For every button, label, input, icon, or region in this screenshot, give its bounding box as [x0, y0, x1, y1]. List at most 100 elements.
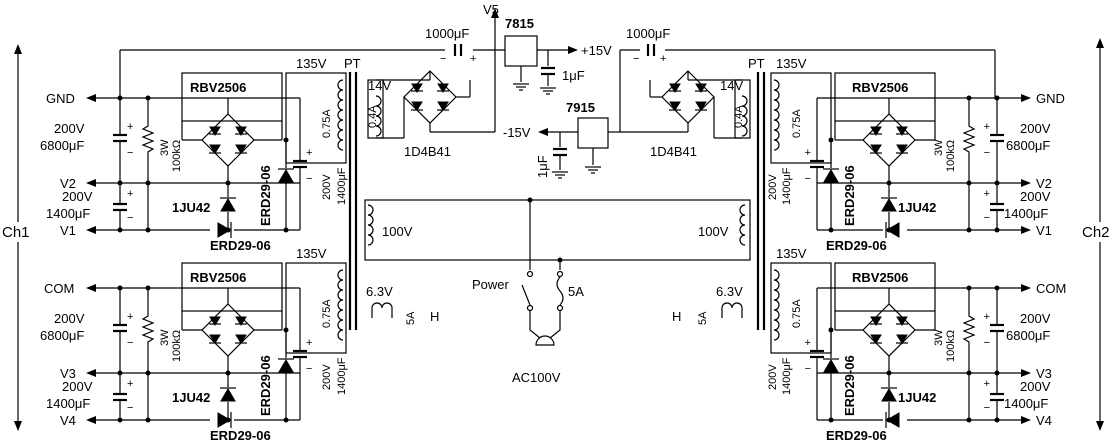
- primary: 100V 100V Power 5A AC100V: [364, 197, 751, 385]
- pt-left: PT: [344, 56, 361, 71]
- svg-text:ERD29-06: ERD29-06: [210, 428, 271, 443]
- svg-text:+: +: [470, 53, 476, 65]
- term-gnd: GND: [46, 91, 75, 106]
- svg-text:+: +: [660, 53, 666, 65]
- svg-text:200V: 200V: [321, 174, 333, 200]
- svg-text:200V: 200V: [321, 364, 333, 390]
- svg-text:RBV2506: RBV2506: [190, 270, 246, 285]
- svg-text:−: −: [127, 212, 133, 224]
- svg-text:1JU42: 1JU42: [172, 390, 210, 405]
- svg-text:ERD29-06: ERD29-06: [258, 355, 273, 416]
- svg-text:H: H: [430, 309, 439, 324]
- svg-text:3W: 3W: [933, 139, 945, 156]
- aux-right: 14V 0.4A 1D4B41: [619, 50, 751, 159]
- svg-text:200V: 200V: [54, 121, 85, 136]
- neg-reg: 7915 -15V 1μF: [503, 100, 620, 179]
- section-ul-labels: GND V2 V1 200V 6800μF 200V 1400μF 3W 100…: [40, 56, 348, 253]
- v5-label: V5: [483, 2, 499, 17]
- svg-text:135V: 135V: [776, 246, 807, 261]
- out-neg: -15V: [503, 125, 531, 140]
- svg-text:14V: 14V: [720, 78, 743, 93]
- svg-text:1400μF: 1400μF: [781, 167, 793, 205]
- section-ll-labels: COM V3 V4 200V 6800μF 200V 1400μF 3W 100…: [40, 246, 348, 443]
- svg-text:6800μF: 6800μF: [1006, 138, 1050, 153]
- svg-text:3W: 3W: [933, 329, 945, 346]
- bridge-1d4b41-right: 1D4B41: [650, 144, 697, 159]
- bridge-1d4b41-left: 1D4B41: [404, 144, 451, 159]
- svg-text:RBV2506: RBV2506: [852, 80, 908, 95]
- ch2-label: Ch2: [1082, 224, 1110, 241]
- pt-right: PT: [748, 56, 765, 71]
- svg-text:1JU42: 1JU42: [172, 200, 210, 215]
- svg-text:1JU42: 1JU42: [898, 200, 936, 215]
- svg-text:200V: 200V: [767, 174, 779, 200]
- cap-1000-left: 1000μF: [425, 26, 469, 41]
- ch1-span: Ch1: [2, 44, 36, 431]
- primary-right: 100V: [698, 224, 729, 239]
- svg-text:V3: V3: [1036, 366, 1052, 381]
- svg-text:1400μF: 1400μF: [46, 206, 90, 221]
- term-v4: V4: [60, 413, 76, 428]
- svg-text:GND: GND: [1036, 91, 1065, 106]
- svg-text:200V: 200V: [54, 311, 85, 326]
- reg-7915: [577, 117, 609, 149]
- svg-text:5A: 5A: [697, 311, 709, 325]
- term-v1: V1: [60, 223, 76, 238]
- svg-text:200V: 200V: [1020, 311, 1051, 326]
- svg-text:+: +: [306, 147, 312, 159]
- svg-text:V2: V2: [1036, 176, 1052, 191]
- svg-text:100kΩ: 100kΩ: [945, 330, 957, 362]
- svg-text:135V: 135V: [296, 56, 327, 71]
- section-ur-labels: GND V2 V1 200V 6800μF 200V 1400μF 3W 100…: [767, 56, 1065, 253]
- svg-text:1400μF: 1400μF: [46, 396, 90, 411]
- reg-7815: [504, 35, 538, 67]
- mains-label: AC100V: [512, 370, 561, 385]
- svg-text:H: H: [672, 309, 681, 324]
- svg-text:200V: 200V: [1020, 379, 1051, 394]
- svg-text:ERD29-06: ERD29-06: [826, 238, 887, 253]
- heater-right: 6.3V 5A H: [672, 284, 743, 325]
- ch1-label: Ch1: [2, 224, 30, 241]
- svg-text:0.75A: 0.75A: [791, 299, 803, 328]
- svg-text:100kΩ: 100kΩ: [945, 140, 957, 172]
- svg-text:0.4A: 0.4A: [733, 105, 745, 128]
- svg-text:200V: 200V: [1020, 121, 1051, 136]
- svg-text:RBV2506: RBV2506: [190, 80, 246, 95]
- top-rail: V5 1000μF − + 7815 1μF +15V 1000μF − +: [119, 2, 996, 132]
- svg-text:0.75A: 0.75A: [321, 109, 333, 138]
- svg-text:−: −: [306, 173, 312, 185]
- svg-text:ERD29-06: ERD29-06: [210, 238, 271, 253]
- svg-text:0.4A: 0.4A: [367, 105, 379, 128]
- out-pos: +15V: [581, 43, 612, 58]
- psu-section: + − + − +: [86, 72, 347, 239]
- svg-text:RBV2506: RBV2506: [852, 270, 908, 285]
- svg-text:ERD29-06: ERD29-06: [826, 428, 887, 443]
- primary-left: 100V: [382, 224, 413, 239]
- aux-left: 14V 0.4A 1D4B41: [367, 70, 495, 159]
- term-com: COM: [44, 281, 74, 296]
- ch2-span: Ch2: [1080, 38, 1116, 431]
- svg-text:−: −: [633, 53, 639, 65]
- svg-text:200V: 200V: [1020, 189, 1051, 204]
- svg-text:3W: 3W: [159, 139, 171, 156]
- svg-text:100kΩ: 100kΩ: [171, 330, 183, 362]
- svg-text:6800μF: 6800μF: [40, 138, 84, 153]
- svg-text:135V: 135V: [776, 56, 807, 71]
- svg-text:5A: 5A: [405, 311, 417, 325]
- svg-text:1JU42: 1JU42: [898, 390, 936, 405]
- svg-text:14V: 14V: [368, 78, 391, 93]
- svg-text:200V: 200V: [62, 379, 93, 394]
- svg-text:6.3V: 6.3V: [716, 284, 743, 299]
- svg-text:135V: 135V: [296, 246, 327, 261]
- svg-text:0.75A: 0.75A: [321, 299, 333, 328]
- svg-text:V1: V1: [1036, 223, 1052, 238]
- power-label: Power: [472, 277, 510, 292]
- svg-text:6800μF: 6800μF: [40, 328, 84, 343]
- svg-text:3W: 3W: [159, 329, 171, 346]
- svg-text:ERD29-06: ERD29-06: [842, 165, 857, 226]
- svg-text:+: +: [127, 188, 133, 200]
- svg-text:100kΩ: 100kΩ: [171, 140, 183, 172]
- cap-1uf-top: 1μF: [562, 68, 585, 83]
- fuse-label: 5A: [568, 284, 584, 299]
